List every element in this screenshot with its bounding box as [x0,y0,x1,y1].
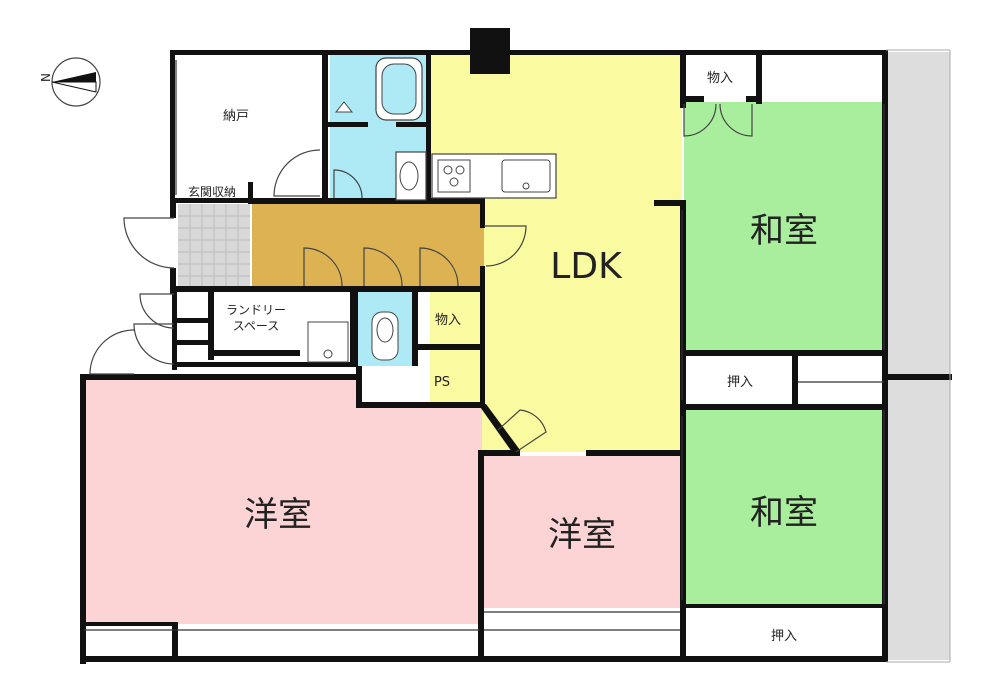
label-entrance-storage: 玄関収納 [188,184,236,199]
kitchen-sink-icon [501,159,551,193]
western-large-room [84,378,516,624]
window-lines [84,49,951,663]
label-laundry-line1: ランドリー [226,303,286,317]
label-oshiire-bottom: 押入 [771,629,797,644]
balcony [886,52,950,660]
label-oshiire-middle: 押入 [727,375,753,390]
washer-pan-icon [307,321,349,363]
doors [89,103,753,453]
label-closet-top: 物入 [707,71,733,86]
sink-icon [395,151,427,201]
washitsu-lower-room [684,410,884,608]
label-western-large: 洋室 [244,495,312,535]
compass-icon: N [39,57,101,107]
label-washitsu-lower: 和室 [750,493,818,533]
stove-icon [437,159,471,193]
label-storage-nando: 納戸 [223,109,249,124]
chimney [470,28,510,74]
label-western-small: 洋室 [548,515,616,555]
entrance-tiles [178,204,250,286]
label-ps: PS [434,375,450,390]
walls [80,28,952,664]
label-laundry-line2: スペース [233,319,280,333]
label-washitsu-upper: 和室 [750,211,818,251]
toilet-icon [371,311,399,361]
hallway [252,204,484,286]
fixtures [307,57,557,363]
label-ldk: LDK [550,246,623,287]
label-closet-center: 物入 [435,313,461,328]
western-small-room [484,456,682,608]
washitsu-upper-room [684,102,884,352]
compass-north-label: N [39,73,53,82]
